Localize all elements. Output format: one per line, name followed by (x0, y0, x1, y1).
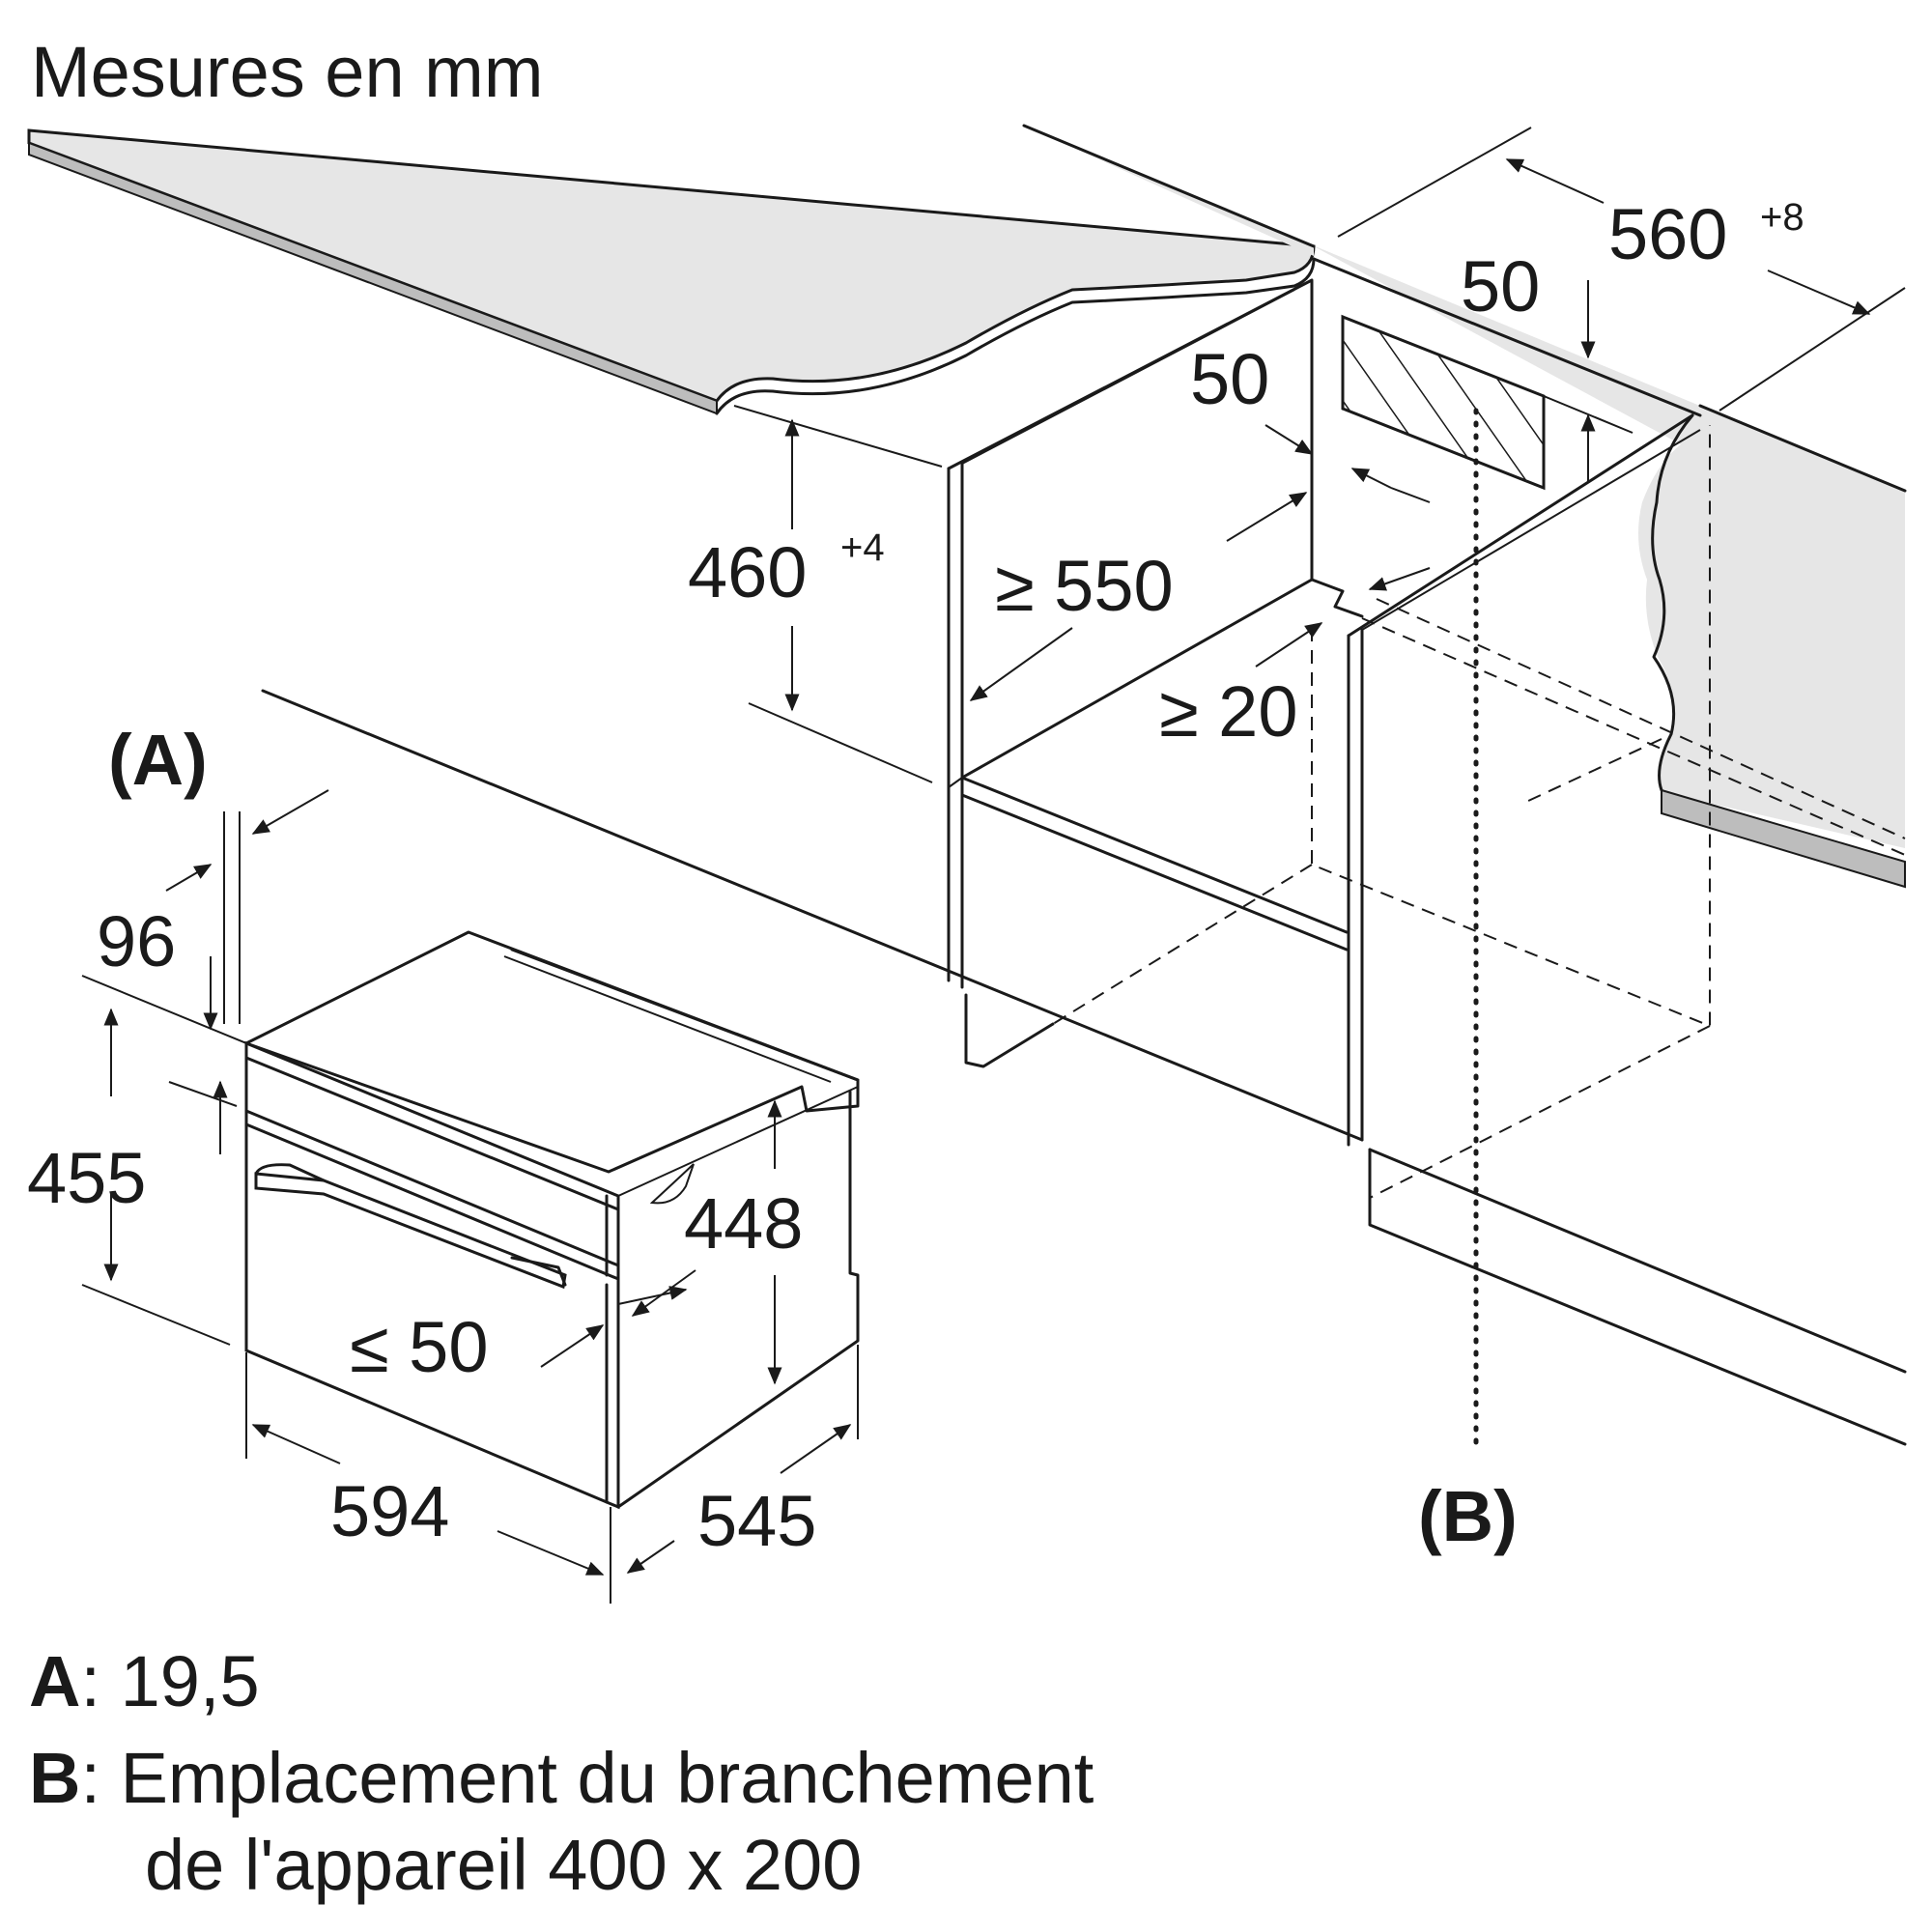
legend-b-text2: de l'appareil 400 x 200 (145, 1825, 863, 1905)
dimension-lines (81, 127, 1906, 1604)
oven-appliance (244, 930, 860, 1510)
dim-height-448: 448 (684, 1183, 803, 1264)
callout-b: (B) (1418, 1476, 1518, 1556)
dim-width-594: 594 (330, 1471, 449, 1551)
dim-vent-side-50: 50 (1190, 339, 1269, 419)
legend-a: A: 19,5 (29, 1642, 260, 1721)
dim-width-560: 560 (1608, 194, 1727, 274)
callout-a: (A) (108, 720, 208, 800)
dim-depth-545: 545 (697, 1481, 816, 1561)
dim-height-460: 460 (688, 532, 807, 612)
legend-a-text: : 19,5 (80, 1641, 260, 1721)
dim-height-455: 455 (27, 1138, 146, 1218)
dim-vent-top-50: 50 (1461, 246, 1540, 327)
legend-b: B: Emplacement du branchement (29, 1739, 1094, 1818)
cabinet-niche (261, 257, 1907, 1446)
legend-b-text: : Emplacement du branchement (80, 1738, 1094, 1818)
legend-b-key: B (29, 1738, 81, 1818)
callout-a-label: (A) (108, 720, 208, 800)
diagram-title: Mesures en mm (31, 32, 543, 112)
callout-b-label: (B) (1418, 1476, 1518, 1556)
countertop-left (27, 128, 1316, 415)
legend-b-line2: de l'appareil 400 x 200 (145, 1826, 862, 1905)
countertop-right (1022, 124, 1907, 889)
legend-a-key: A (29, 1641, 81, 1721)
dim-width-560-tol: +8 (1760, 196, 1804, 239)
dim-offset-96: 96 (97, 901, 176, 981)
dim-front-50: ≤ 50 (350, 1307, 488, 1387)
dim-depth-550: ≥ 550 (995, 546, 1174, 626)
dim-gap-20: ≥ 20 (1159, 671, 1297, 752)
ventilation-opening (1341, 314, 1546, 491)
dim-height-460-tol: +4 (840, 526, 885, 569)
